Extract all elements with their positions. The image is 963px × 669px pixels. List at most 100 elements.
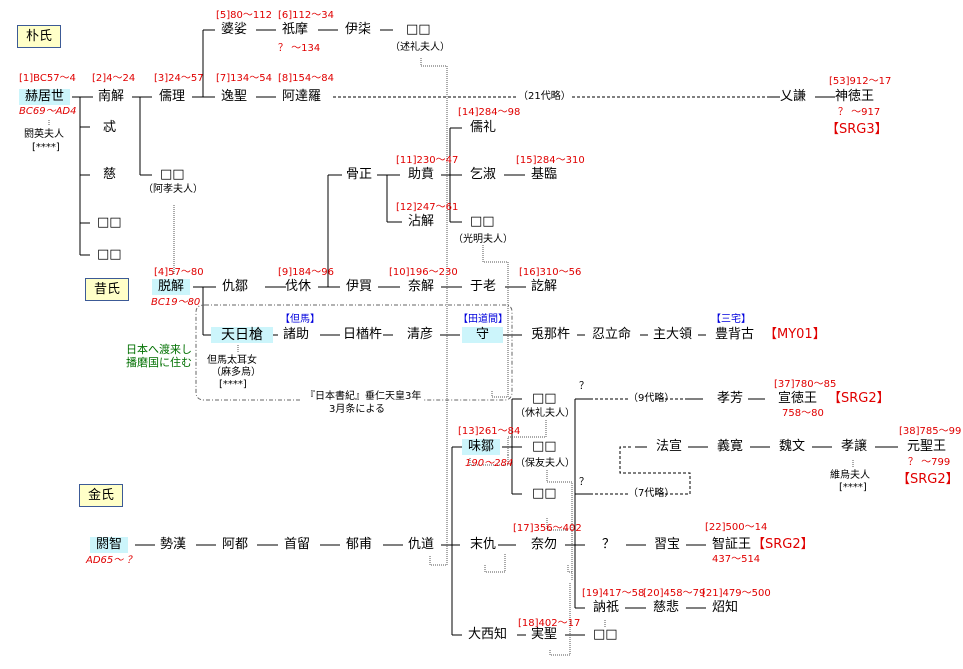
note-sulye: （述礼夫人） bbox=[390, 42, 450, 53]
person-ilseong: 逸聖 bbox=[221, 89, 248, 104]
person-suryu: 首留 bbox=[284, 537, 311, 552]
reign-yuri: [3]24～57 bbox=[154, 73, 204, 84]
life-talhae: BC19～80 bbox=[151, 297, 201, 308]
note-gwangmyeong: （光明夫人） bbox=[453, 234, 513, 245]
person-hinaraki: 日楢杵 bbox=[343, 327, 383, 342]
note-boban: （保友夫人） bbox=[515, 458, 575, 469]
person-michu: 味鄒 bbox=[462, 439, 501, 455]
omitted-21-generations: （21代略） bbox=[518, 91, 571, 103]
reign-naehae: [10]196～230 bbox=[389, 267, 458, 278]
person-tajimamori: 守 bbox=[462, 327, 504, 343]
reign-ilseong: [7]134～54 bbox=[216, 73, 272, 84]
person-gudo: 仇道 bbox=[408, 537, 435, 552]
question-mark-1: ？ bbox=[579, 381, 589, 392]
person-alji: 閼智 bbox=[90, 537, 129, 553]
person-unknown-d: □□ bbox=[593, 627, 618, 642]
person-gwangmyeong: □□ bbox=[470, 214, 495, 229]
person-amenohiboko: 天日槍 bbox=[211, 327, 273, 343]
spouse-mark-hyeokgeose: [****] bbox=[32, 142, 60, 153]
person-imae: 伊買 bbox=[346, 279, 373, 294]
person-nulji: 訥祇 bbox=[593, 600, 620, 615]
note-source-1: 『日本書紀』垂仁天皇3年 bbox=[302, 391, 425, 403]
person-wimun: 魏文 bbox=[779, 439, 806, 454]
reign-sindeok: [53]912～17 bbox=[829, 76, 892, 87]
person-geolsuk: 乞淑 bbox=[470, 167, 497, 182]
note-migrated-1: 日本へ渡来し bbox=[126, 343, 192, 356]
reign-yurye: [14]284～98 bbox=[458, 107, 521, 118]
note-ahyo: （阿孝夫人） bbox=[143, 184, 203, 195]
region-amenohiboko: 【但馬】 bbox=[280, 314, 320, 325]
spouse-amenohiboko: 但馬太耳女 bbox=[207, 355, 257, 366]
omitted-9-generations: （9代略） bbox=[628, 393, 675, 404]
life-michu: 190～284 bbox=[465, 458, 514, 469]
reign-heulhae: [16]310～56 bbox=[519, 267, 582, 278]
clan-label-seok: 昔氏 bbox=[85, 278, 130, 301]
person-sehan: 勢漢 bbox=[160, 537, 187, 552]
life-hyeokgeose: BC69～AD4 bbox=[19, 106, 77, 117]
person-naehae: 奈解 bbox=[408, 279, 435, 294]
solid-lines bbox=[72, 29, 898, 636]
reign-pasa: [5]80～112 bbox=[216, 10, 272, 21]
person-unknown2: □□ bbox=[97, 247, 122, 262]
person-sindeok: 神徳王 bbox=[835, 89, 875, 104]
person-seupbo: 習宝 bbox=[654, 537, 681, 552]
reign-beolhyu: [9]184～96 bbox=[278, 267, 334, 278]
person-yegyeom: 乂謙 bbox=[780, 89, 807, 104]
dashdot-box bbox=[195, 304, 513, 401]
person-hyurye: □□ bbox=[532, 391, 557, 406]
person-unknown-c: □□ bbox=[532, 486, 557, 501]
person-unknown1: □□ bbox=[97, 215, 122, 230]
person-unknown-q: ？ bbox=[602, 537, 616, 552]
person-malgu: 末仇 bbox=[470, 537, 497, 552]
reign-cheomhae: [12]247～61 bbox=[396, 202, 459, 213]
reign-jabi: [20]458～79 bbox=[643, 588, 706, 599]
life-sindeok: ？ ～917 bbox=[838, 107, 881, 118]
person-cheomhae: 沾解 bbox=[408, 214, 435, 229]
person-toyoseko: 豊背古 bbox=[715, 327, 755, 342]
person-hyeokgeose: 赫居世 bbox=[19, 89, 71, 105]
spouse-mark-amenohiboko: [****] bbox=[219, 379, 247, 390]
reign-girim: [15]284～310 bbox=[516, 155, 585, 166]
person-seondeok: 宣徳王 bbox=[778, 391, 818, 406]
person-namhae: 南解 bbox=[98, 89, 125, 104]
reign-silseong: [18]402～17 bbox=[518, 618, 581, 629]
note-source-2: 3月条による bbox=[329, 404, 386, 415]
person-guchu: 仇鄒 bbox=[222, 279, 249, 294]
person-hyoyang: 孝譲 bbox=[841, 439, 868, 454]
person-morosuku: 諸助 bbox=[283, 327, 310, 342]
tag-wonseong: 【SRG2】 bbox=[897, 472, 959, 487]
person-shudairyo: 主大領 bbox=[653, 327, 693, 342]
person-ado: 阿都 bbox=[222, 537, 249, 552]
person-uigwan: 義寛 bbox=[717, 439, 744, 454]
person-jijeung: 智証王 bbox=[712, 537, 752, 552]
person-ja: 慈 bbox=[103, 167, 117, 182]
person-boban: □□ bbox=[532, 439, 557, 454]
person-jobun: 助賁 bbox=[408, 167, 435, 182]
reign-michu: [13]261～84 bbox=[458, 426, 521, 437]
person-pasa: 婆娑 bbox=[221, 22, 248, 37]
clan-label-park: 朴氏 bbox=[17, 25, 62, 48]
reign-jobun: [11]230～47 bbox=[396, 155, 459, 166]
person-yiseok: 伊柒 bbox=[345, 22, 372, 37]
spouse-mark-hyoyang: [****] bbox=[839, 482, 867, 493]
omitted-7-generations: （7代略） bbox=[628, 488, 675, 499]
person-girim: 基臨 bbox=[531, 167, 558, 182]
reign-adalla: [8]154～84 bbox=[278, 73, 334, 84]
reign-jima: [6]112～34 bbox=[278, 10, 334, 21]
tag-seondeok: 【SRG2】 bbox=[828, 391, 890, 406]
person-yurye: 儒礼 bbox=[470, 120, 497, 135]
person-hyobang: 孝芳 bbox=[717, 391, 744, 406]
spouse-alt-amenohiboko: （麻多烏） bbox=[211, 367, 261, 378]
person-jabi: 慈悲 bbox=[653, 600, 680, 615]
life-seondeok: 758～80 bbox=[782, 408, 824, 419]
person-kiyohiko: 清彦 bbox=[407, 327, 434, 342]
person-goljeong: 骨正 bbox=[346, 167, 373, 182]
person-wonseong: 元聖王 bbox=[907, 439, 947, 454]
reign-soji: [21]479～500 bbox=[702, 588, 771, 599]
person-naemul: 奈勿 bbox=[531, 537, 558, 552]
person-daeseoji: 大西知 bbox=[468, 627, 508, 642]
person-silseong: 実聖 bbox=[531, 627, 558, 642]
tag-jijeung: 【SRG2】 bbox=[752, 537, 814, 552]
reign-talhae: [4]57～80 bbox=[154, 267, 204, 278]
